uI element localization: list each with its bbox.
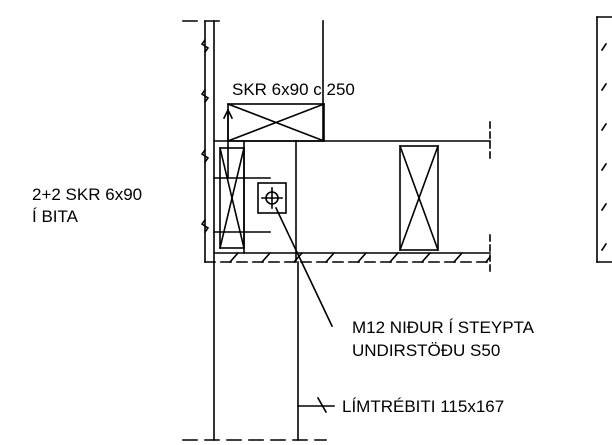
right-blocking-section <box>399 145 439 251</box>
top-stud-cross-b <box>226 102 326 143</box>
drawing-labels: SKR 6x90 c 250 2+2 SKR 6x90 Í BITA M12 N… <box>32 80 535 416</box>
glulam-leader-tick <box>316 396 328 414</box>
glulam-beam-label: LÍMTRÉBITI 115x167 <box>342 397 504 416</box>
anchor-leader-line <box>274 206 334 328</box>
screws-in-beam-label-line1: 2+2 SKR 6x90 <box>32 185 142 204</box>
anchor-label-line1: M12 NIÐUR Í STEYPTA <box>352 318 535 337</box>
screw-spacing-label: SKR 6x90 c 250 <box>232 80 355 99</box>
drawing-linework <box>182 16 612 441</box>
screw-dimension-arrow <box>222 108 234 120</box>
floor-hatch <box>228 251 492 264</box>
wall-break-line <box>200 38 210 234</box>
right-frame-hatch <box>600 42 608 252</box>
anchor-label-line2: UNDIRSTÖÐU S50 <box>352 341 500 360</box>
screws-in-beam-label-line2: Í BITA <box>32 207 79 226</box>
anchor-plate <box>257 182 287 214</box>
right-blocking-cross-b <box>398 144 440 252</box>
